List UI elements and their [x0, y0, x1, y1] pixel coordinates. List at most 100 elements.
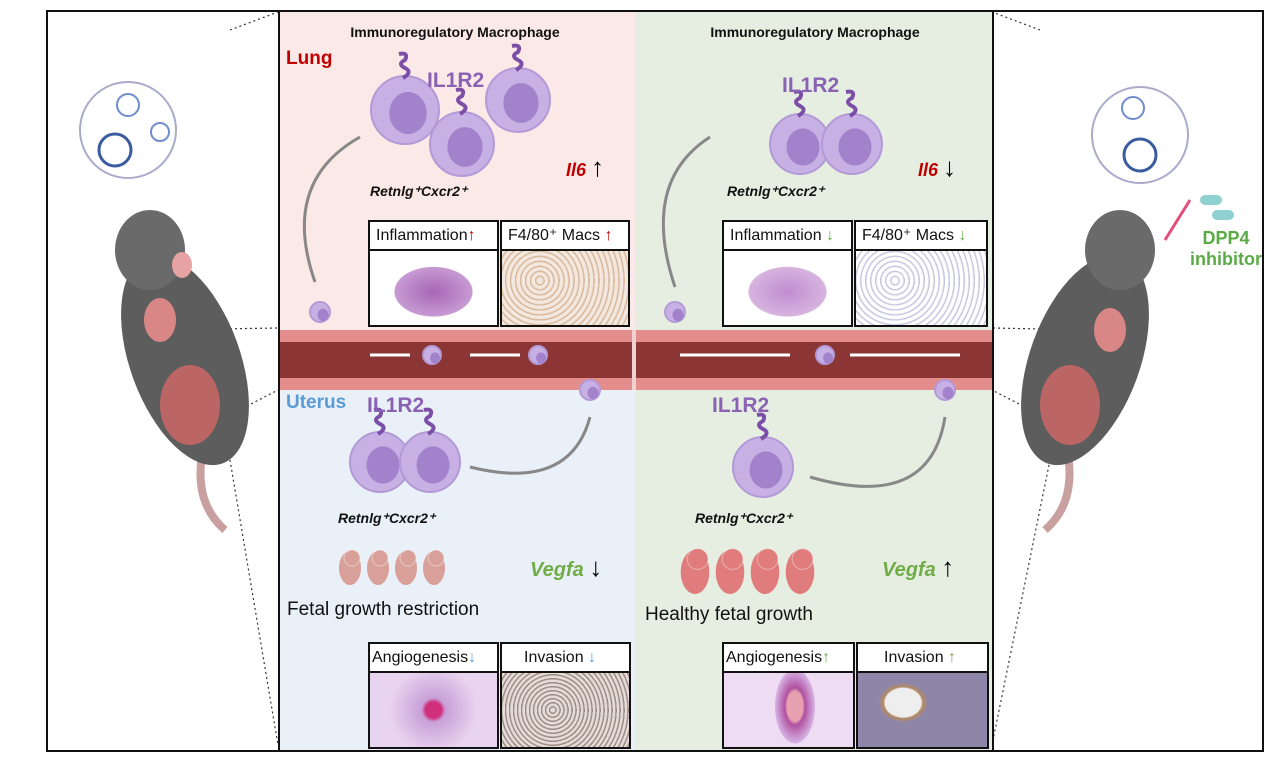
pill-icon: [1200, 195, 1222, 205]
il1r2-receptor-icon: [511, 43, 524, 72]
angiogenesis-label: Angiogenesis: [726, 649, 823, 666]
up-arrow-icon: ↑: [591, 152, 605, 182]
il1r2-receptor-icon: [455, 87, 468, 116]
embryo-icon: [680, 548, 710, 595]
lung-he-histology-image: [722, 249, 853, 327]
lung-f480-ihc-image: [500, 249, 630, 327]
embryo-icon: [367, 549, 389, 585]
invasion-box: Invasion ↑: [856, 642, 989, 673]
il1r2-receptor-icon: [793, 89, 806, 118]
f480-box: F4/80⁺ Macs ↑: [500, 220, 630, 251]
inflammation-label: Inflammation: [376, 227, 468, 244]
uterus-invasion-image: [856, 671, 989, 749]
macrophage-cell-icon: [664, 301, 686, 323]
phenotype-label: Retnlg⁺Cxcr2⁺: [727, 183, 825, 199]
il1r2-label: IL1R2: [712, 394, 770, 417]
uterus-invasion-image: [500, 671, 631, 749]
treated-pregnant-mouse-icon: [1021, 86, 1234, 534]
down-arrow-icon: ↓: [943, 152, 957, 182]
inflammation-box: Inflammation↑: [368, 220, 499, 251]
vessel-lumen: [280, 342, 992, 378]
il6-indicator: Il6 ↑: [566, 152, 604, 183]
il1r2-receptor-icon: [423, 407, 436, 436]
angiogenesis-box: Angiogenesis↑: [722, 642, 855, 673]
phenotype-label: Retnlg⁺Cxcr2⁺: [370, 183, 468, 199]
f480-label: F4/80⁺ Macs: [508, 227, 601, 244]
down-arrow-icon: ↓: [589, 552, 603, 582]
cell-layer: [302, 43, 960, 595]
embryo-icon: [785, 548, 815, 595]
il6-indicator: Il6 ↓: [918, 152, 956, 183]
macrophage-cell-icon: [579, 379, 601, 401]
inflammation-label: Inflammation: [730, 227, 822, 244]
right-header: Immunoregulatory Macrophage: [710, 24, 920, 40]
up-arrow-icon: ↑: [948, 649, 957, 666]
up-arrow-icon: ↑: [467, 227, 476, 244]
embryo-icon: [750, 548, 780, 595]
macrophage-cell-icon: [309, 301, 331, 323]
up-arrow-icon: ↑: [822, 649, 831, 666]
macrophage-cell-icon: [934, 379, 956, 401]
macrophage-cell-icon: [422, 345, 442, 365]
il1r2-label: IL1R2: [427, 69, 485, 92]
infected-pregnant-mouse-icon: [79, 81, 249, 534]
left-header: Immunoregulatory Macrophage: [350, 24, 560, 40]
vegfa-label: Vegfa: [882, 559, 936, 581]
embryo-icon: [423, 549, 445, 585]
macrophage-cell-icon: [429, 87, 495, 177]
down-arrow-icon: ↓: [958, 227, 967, 244]
uterus-angiogenesis-image: [722, 671, 855, 749]
macrophage-cell-icon: [821, 89, 883, 175]
up-arrow-icon: ↑: [604, 227, 613, 244]
embryo-icon: [339, 549, 361, 585]
pipette-icon: [1163, 199, 1192, 241]
il1r2-label: IL1R2: [782, 74, 840, 97]
il6-label: Il6: [566, 160, 587, 180]
il1r2-receptor-icon: [373, 407, 386, 436]
uterus-angiogenesis-image: [368, 671, 499, 749]
macrophage-cell-icon: [769, 89, 831, 175]
il1r2-label: IL1R2: [367, 394, 425, 417]
embryo-icon: [715, 548, 745, 595]
down-arrow-icon: ↓: [826, 227, 835, 244]
il1r2-receptor-icon: [398, 51, 411, 80]
migration-arrow-icon: [302, 135, 361, 283]
phenotype-label: Retnlg⁺Cxcr2⁺: [338, 510, 436, 526]
phenotype-label: Retnlg⁺Cxcr2⁺: [695, 510, 793, 526]
mechanism-panel: Immunoregulatory Macrophage Lung IL1R2 I…: [278, 10, 994, 752]
vegfa-indicator: Vegfa ↓: [530, 552, 602, 583]
lung-label: Lung: [286, 48, 333, 69]
macrophage-cell-icon: [528, 345, 548, 365]
f480-box: F4/80⁺ Macs ↓: [854, 220, 988, 251]
up-arrow-icon: ↑: [941, 552, 955, 582]
invasion-box: Invasion ↓: [500, 642, 631, 673]
outcome-label: Fetal growth restriction: [287, 599, 480, 620]
embryo-icon: [395, 549, 417, 585]
macrophage-cell-icon: [370, 51, 440, 145]
lung-f480-ihc-image: [854, 249, 988, 327]
vegfa-label: Vegfa: [530, 559, 584, 581]
inflammation-box: Inflammation ↓: [722, 220, 853, 251]
dpp4-inhibitor-label: DPP4 inhibitor: [1190, 228, 1262, 269]
macrophage-cell-icon: [349, 407, 411, 493]
down-arrow-icon: ↓: [588, 649, 597, 666]
uterus-label: Uterus: [286, 392, 347, 413]
invasion-label: Invasion: [524, 649, 584, 666]
f480-label: F4/80⁺ Macs: [862, 227, 955, 244]
down-arrow-icon: ↓: [468, 649, 477, 666]
outcome-label: Healthy fetal growth: [645, 604, 813, 625]
migration-arrow-icon: [661, 135, 711, 288]
vessel-divider: [632, 330, 636, 390]
invasion-label: Invasion: [884, 649, 944, 666]
macrophage-cell-icon: [732, 412, 794, 498]
il1r2-receptor-icon: [756, 412, 769, 441]
vegfa-indicator: Vegfa ↑: [882, 552, 954, 583]
macrophage-cell-icon: [399, 407, 461, 493]
lung-he-histology-image: [368, 249, 499, 327]
angiogenesis-box: Angiogenesis↓: [368, 642, 499, 673]
il1r2-receptor-icon: [845, 89, 858, 118]
migration-arrow-icon: [469, 416, 592, 475]
angiogenesis-label: Angiogenesis: [372, 649, 469, 666]
